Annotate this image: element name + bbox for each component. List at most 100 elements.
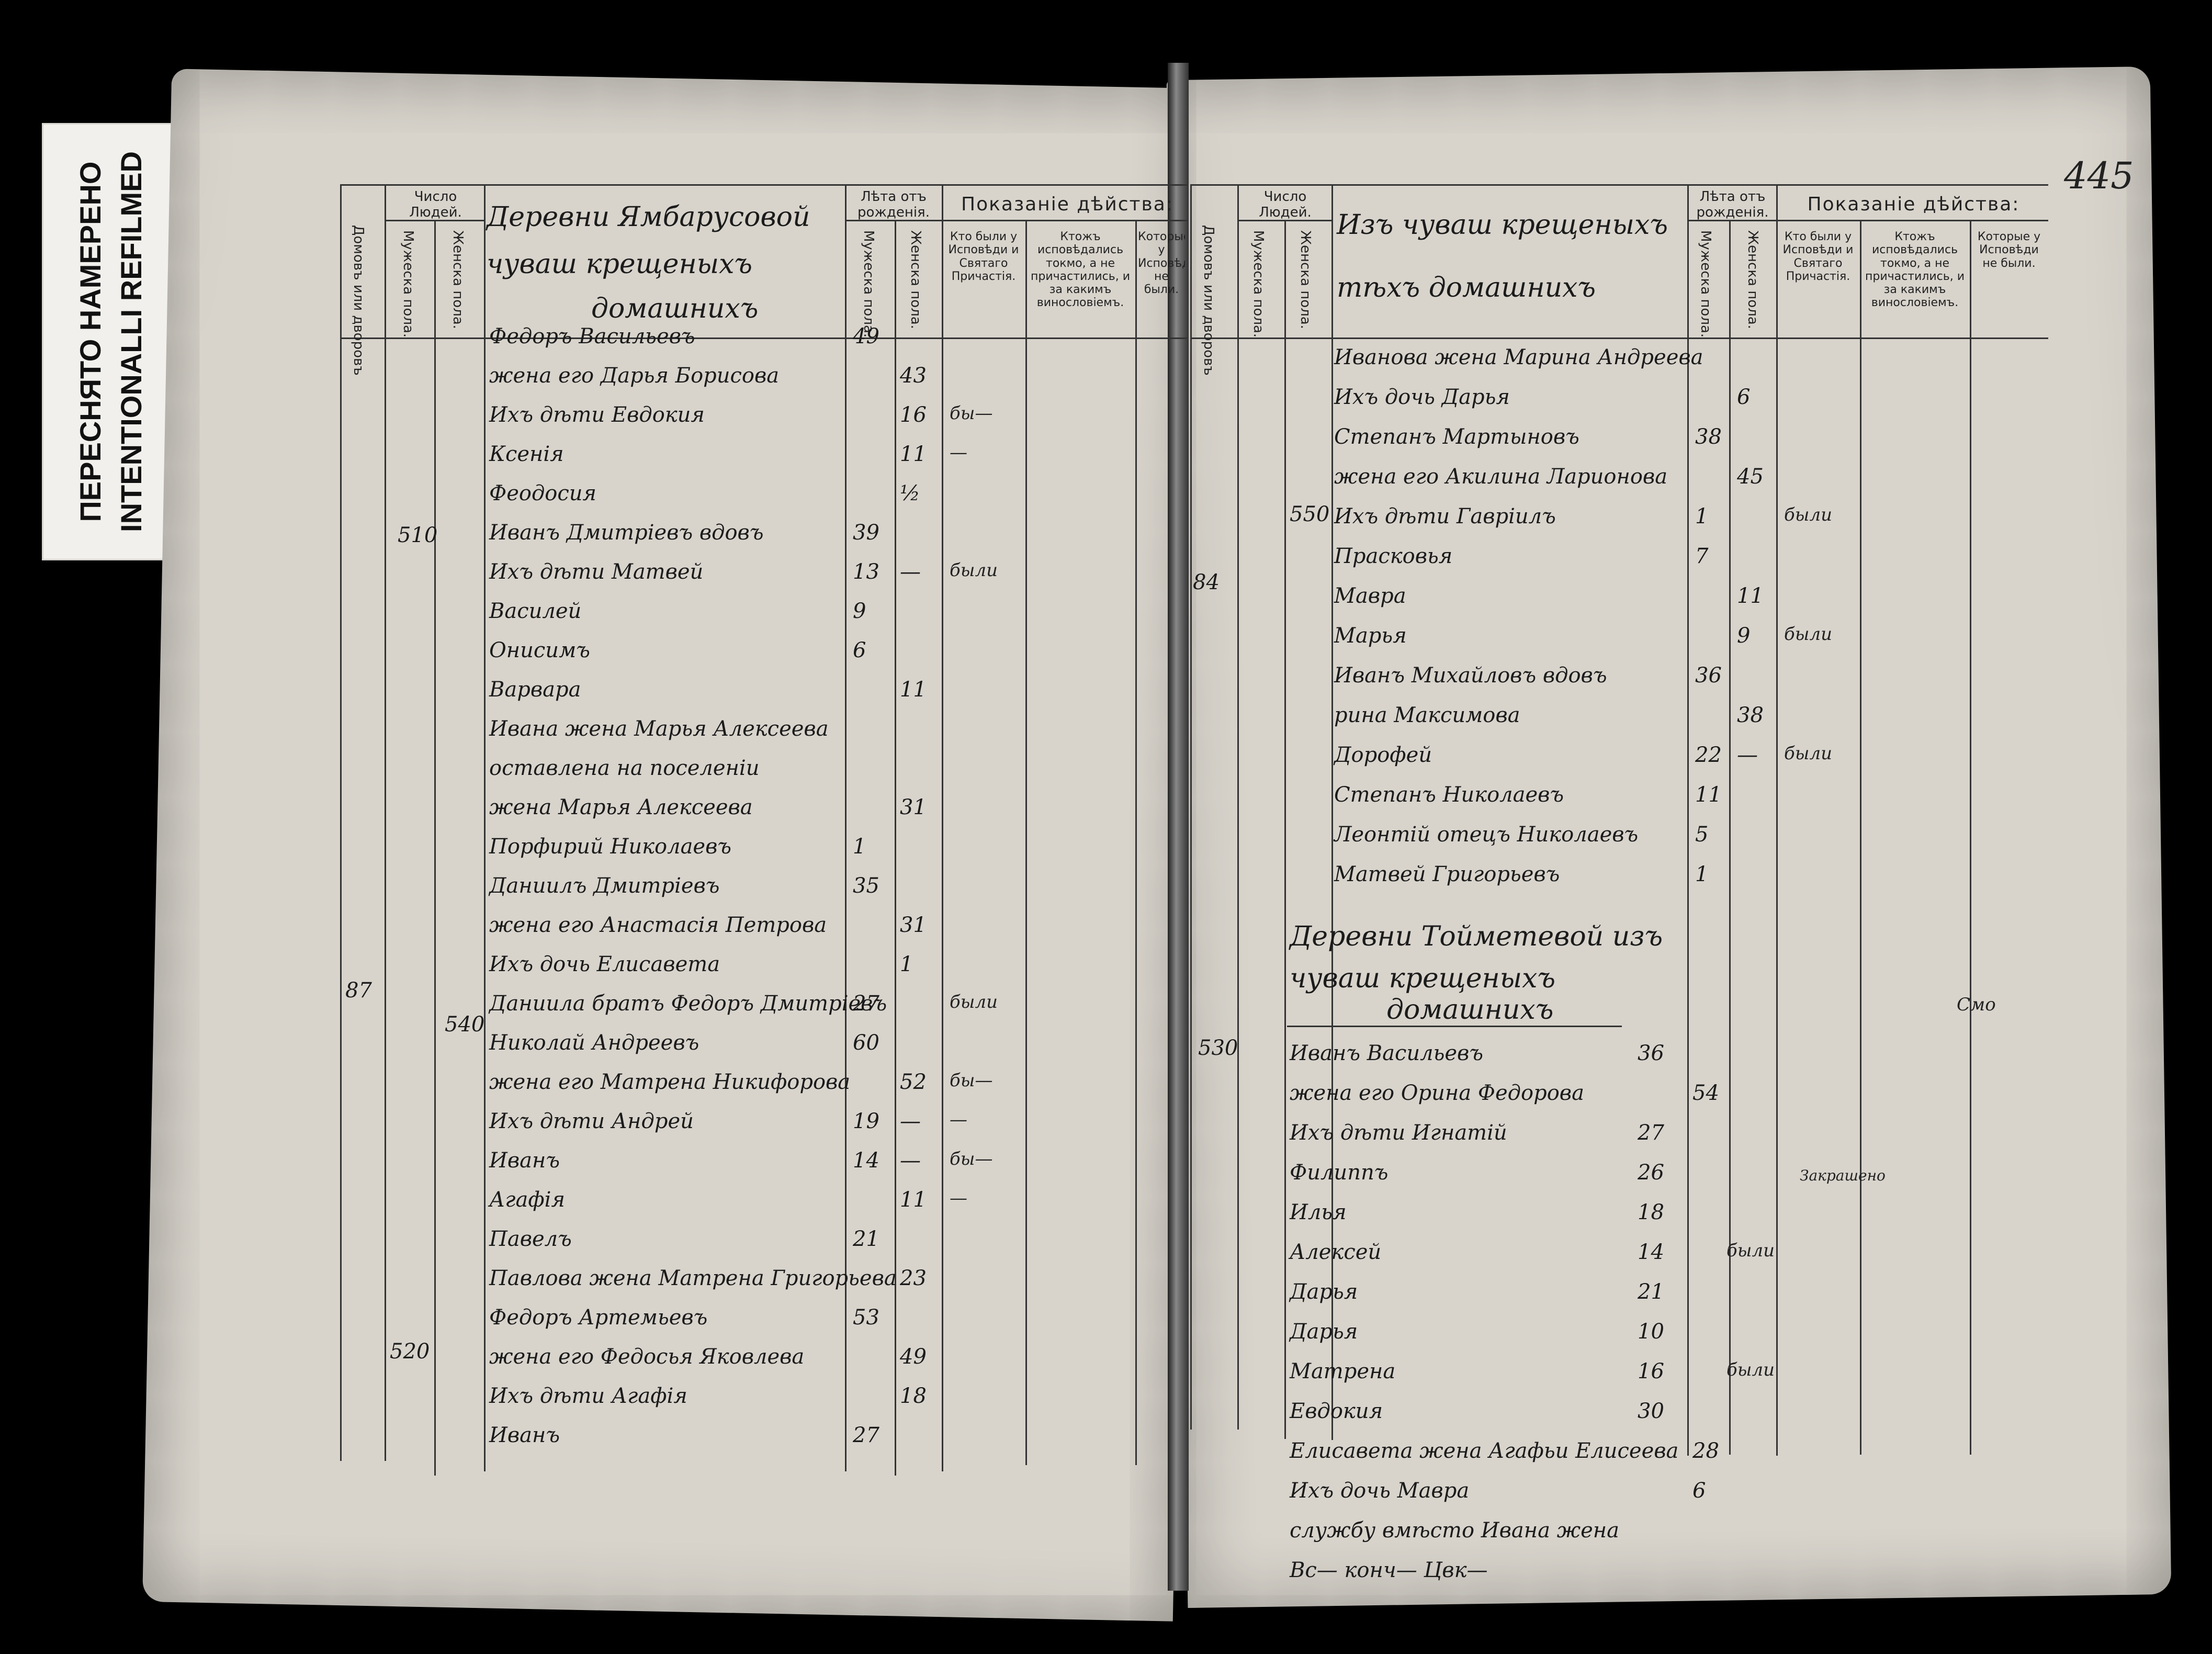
entry-name: Ихъ дѣти Игнатій	[1290, 1121, 1507, 1145]
entry-name: Порфирий Николаевъ	[489, 835, 732, 859]
entry-age-male: 30	[1638, 1399, 1664, 1423]
book-gutter	[1168, 63, 1189, 1591]
col-rule	[1190, 184, 1192, 1430]
entry-age-female: 6	[1692, 1479, 1706, 1503]
entry-age-male: 27	[853, 1423, 879, 1447]
entry-name: Ихъ дѣти Евдокия	[489, 403, 705, 427]
entry-confession-mark: были	[1784, 743, 1832, 764]
entry-age-female: 11	[1737, 584, 1764, 608]
entry-age-male: 21	[1638, 1280, 1664, 1304]
col-header-ages: Лѣта отъ рожденія.	[857, 189, 930, 220]
entry-confession-mark: бы—	[950, 1070, 993, 1091]
entry-name: Матвей Григорьевъ	[1334, 862, 1560, 886]
col-rule	[1025, 220, 1027, 1465]
entry-confession-mark: были	[1726, 1359, 1775, 1380]
col-header-people: Число Людей.	[409, 189, 462, 220]
col-header-houses: Домовъ или дворовъ	[1201, 225, 1216, 376]
rule	[845, 220, 942, 221]
entry-name: Иванъ Михайловъ вдовъ	[1334, 663, 1607, 688]
entry-name: Ихъ дѣти Матвей	[489, 560, 704, 584]
entry-name: Евдокия	[1290, 1399, 1383, 1423]
entry-age-female: 45	[1737, 465, 1764, 489]
col-header-age-female: Женска пола.	[908, 230, 923, 329]
entry-age-male: 1	[853, 835, 866, 859]
rule	[385, 220, 484, 221]
house-number: 530	[1198, 1036, 1238, 1060]
entry-age-female: 54	[1692, 1081, 1719, 1105]
entry-age-female: 38	[1737, 703, 1764, 727]
entry-age-female: 49	[900, 1345, 927, 1369]
entry-age-female: 11	[900, 1188, 927, 1212]
entry-name: жена его Орина Федорова	[1290, 1081, 1584, 1105]
entry-age-female: 28	[1692, 1439, 1719, 1463]
col-rule	[942, 184, 943, 1471]
entry-name: жена его Дарья Борисова	[489, 364, 780, 388]
entry-name: Филиппъ	[1290, 1161, 1389, 1185]
entry-name: Иванъ	[489, 1149, 560, 1173]
entry-age-female: —	[900, 560, 921, 584]
entry-name: Леонтій отецъ Николаевъ	[1334, 823, 1639, 847]
col-rule	[1729, 220, 1731, 1455]
entry-name: Ивана жена Марья Алексеева	[489, 717, 829, 741]
entry-age-female: 31	[900, 795, 927, 819]
entry-age-male: 39	[853, 521, 879, 545]
rule	[1190, 337, 2048, 339]
entry-name: Алексей	[1290, 1240, 1382, 1264]
stamp-line-2: INTENTIONALLI REFILMED	[115, 151, 148, 532]
col-header-age-male: Мужеска пола.	[1698, 230, 1713, 338]
entry-name: Матрена	[1290, 1359, 1396, 1383]
entry-age-female: 11	[900, 442, 927, 466]
col-rule	[1331, 184, 1333, 1440]
entry-name: Иванъ Дмитріевъ вдовъ	[489, 521, 764, 545]
entry-age-male: 14	[1638, 1240, 1664, 1264]
house-number: 540	[445, 1012, 485, 1037]
col-header-female: Женска пола.	[1297, 230, 1313, 329]
entry-age-female: 1	[900, 952, 913, 976]
col-header-age-male: Мужеска пола.	[861, 230, 876, 338]
entry-name: Варвара	[489, 678, 581, 702]
entry-confession-mark: были	[1784, 624, 1832, 645]
col-header-not-confessed: Которые у Исповѣди не были.	[1138, 230, 1185, 297]
col-rule	[1860, 220, 1861, 1455]
entry-name: Ихъ дочь Дарья	[1334, 385, 1510, 409]
entry-age-female: 16	[900, 403, 927, 427]
rule	[340, 337, 1188, 339]
stamp-text: ПЕРЕСНЯТО НАМЕРЕНО INTENTIONALLI REFILME…	[70, 151, 152, 532]
rule	[1776, 220, 2048, 221]
entry-confession-mark: были	[950, 992, 998, 1012]
entry-name: Ихъ дочь Елисавета	[489, 952, 720, 976]
entry-confession-mark: —	[950, 1188, 967, 1209]
col-rule	[1776, 184, 1778, 1456]
section2-title-line: чуваш крещеныхъ	[1290, 963, 1556, 994]
stamp-line-1: ПЕРЕСНЯТО НАМЕРЕНО	[74, 161, 107, 522]
entry-age-female: —	[900, 1149, 921, 1173]
entry-age-female: 9	[1737, 624, 1751, 648]
house-number: 550	[1290, 502, 1330, 526]
entry-name: службу вмѣсто Ивана жена	[1290, 1518, 1619, 1543]
entry-age-male: 38	[1695, 425, 1722, 449]
col-header-age-female: Женска пола.	[1745, 230, 1760, 329]
col-rule	[1237, 184, 1239, 1430]
entry-name: Вс— конч— Цвк—	[1290, 1558, 1488, 1582]
entry-age-male: 11	[1695, 783, 1722, 807]
section-title-line: чуваш крещеныхъ	[487, 249, 753, 280]
entry-name: Мавра	[1334, 584, 1406, 608]
entry-age-male: 16	[1638, 1359, 1664, 1383]
entry-name: Николай Андреевъ	[489, 1031, 699, 1055]
rule	[1287, 1026, 1622, 1027]
margin-note: Закрашено	[1800, 1167, 1886, 1184]
entry-name: Ихъ дѣти Агафія	[489, 1384, 687, 1408]
entry-name: Елисавета жена Агафьи Елисеева	[1290, 1439, 1679, 1463]
entry-name: Агафія	[489, 1188, 565, 1212]
entry-name: Ксенія	[489, 442, 564, 466]
col-header-confessed-only: Ктожъ исповѣдались токмо, а не причастил…	[1865, 230, 1965, 310]
rule	[942, 220, 1188, 221]
section-title-line: домашнихъ	[591, 293, 759, 324]
col-rule	[1970, 220, 1971, 1455]
col-rule	[434, 220, 436, 1476]
house-number: 520	[390, 1340, 430, 1364]
col-header-confessed: Кто были у Исповѣди и Святаго Причастія.	[1782, 230, 1854, 283]
entry-age-male: 36	[1638, 1041, 1664, 1065]
col-header-people: Число Людей.	[1259, 189, 1312, 220]
page-number: 445	[2064, 154, 2134, 197]
